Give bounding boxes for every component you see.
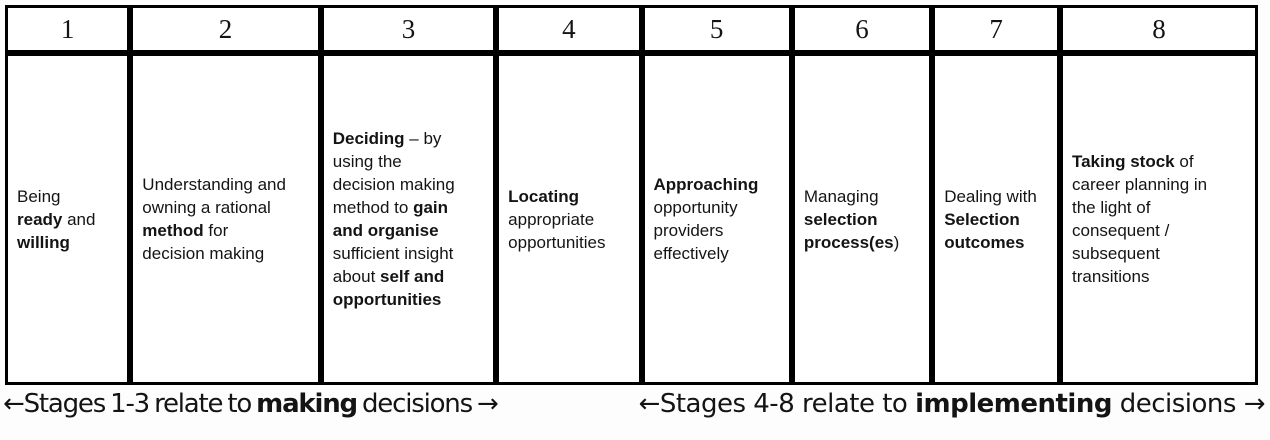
stage-description-text: Approaching opportunity providers effective… [645,173,789,265]
text-segment: transitions [1071,267,1150,286]
text-segment: of [1174,152,1194,171]
text-segment: opportunities [508,232,606,252]
text-segment: and [62,209,96,229]
text-segment: career planning in [1071,175,1208,194]
stage-description-cell: Managing selection process(es) [791,53,933,385]
bold-text-segment: Locating [508,186,579,206]
text-segment: ) [893,232,900,252]
stage-number: 7 [932,5,1060,53]
stage-number: 4 [496,5,642,53]
text-segment: subsequent [1071,244,1160,263]
stages-caption: ←Stages 1-3 relate to making decisions →… [3,389,1266,419]
text-segment: decision making [332,175,455,194]
stage-description-cell: Being ready and willing [5,53,131,385]
stage-description-text: Being ready and willing [8,185,127,254]
text-segment: ← [638,389,661,419]
stage-number: 1 [5,5,131,53]
text-segment: for [203,221,229,240]
text-segment: consequent / [1071,221,1170,240]
text-segment: using the [332,152,402,171]
caption-implementing-decisions: ←Stages 4-8 relate to implementing decis… [638,389,1266,419]
stage-number: 8 [1059,5,1258,53]
bold-text-segment: outcomes [944,232,1025,252]
text-segment: ← [3,389,25,419]
bold-text-segment: process(es [803,232,894,252]
bold-text-segment: making [256,389,358,419]
stage-number: 3 [320,5,497,53]
caption-making-decisions: ←Stages 1-3 relate to making decisions → [3,389,499,419]
stage-description-cell: Locating appropriate opportunities [496,53,642,385]
bold-text-segment: implementing [915,389,1112,419]
text-segment: Dealing with [944,186,1037,206]
text-segment: Being [17,186,61,206]
bold-text-segment: Approaching [653,175,759,194]
stage-description-text: Understanding and owning a rational method… [133,173,317,265]
text-segment: decisions [356,389,477,419]
text-segment: effectively [653,244,729,263]
bold-text-segment: willing [17,232,70,252]
text-segment: – by [404,129,442,148]
bold-text-segment: ready [17,209,63,229]
stage-description-cell: Taking stock of career planning in the lig… [1059,53,1258,385]
stage-description-text: Managing selection process(es) [795,185,929,254]
stage-description-text: Taking stock of career planning in the lig… [1063,150,1255,288]
bold-text-segment: Selection [944,209,1020,229]
bold-text-segment: opportunities [332,290,442,309]
stage-description-cell: Approaching opportunity providers effective… [641,53,792,385]
text-segment: method to [332,198,414,217]
bold-text-segment: selection [803,209,878,229]
text-segment: providers [653,221,724,240]
bold-text-segment: Taking stock [1071,152,1175,171]
text-segment: decisions [1111,389,1244,419]
text-segment: Understanding and [142,175,286,194]
text-segment: the light of [1071,198,1151,217]
stage-description-cell: Understanding and owning a rational method… [130,53,321,385]
stage-number: 6 [791,5,933,53]
text-segment: → [1243,389,1266,419]
text-segment: owning a rational [142,198,271,217]
text-segment: Stages 1-3 relate to [23,389,257,419]
text-segment: Managing [803,186,879,206]
text-segment: → [477,389,499,419]
text-segment: decision making [142,244,265,263]
bold-text-segment: Deciding [332,129,405,148]
bold-text-segment: method [142,221,204,240]
stage-number: 2 [130,5,321,53]
text-segment: appropriate [508,209,595,229]
text-segment: opportunity [653,198,738,217]
stage-description-text: Locating appropriate opportunities [499,185,638,254]
text-segment: sufficient insight [332,244,454,263]
text-segment: about [332,267,381,286]
stage-number: 5 [641,5,792,53]
bold-text-segment: self and [380,267,445,286]
text-segment: Stages 4-8 relate to [659,389,916,419]
bold-text-segment: and organise [332,221,439,240]
bold-text-segment: gain [413,198,449,217]
